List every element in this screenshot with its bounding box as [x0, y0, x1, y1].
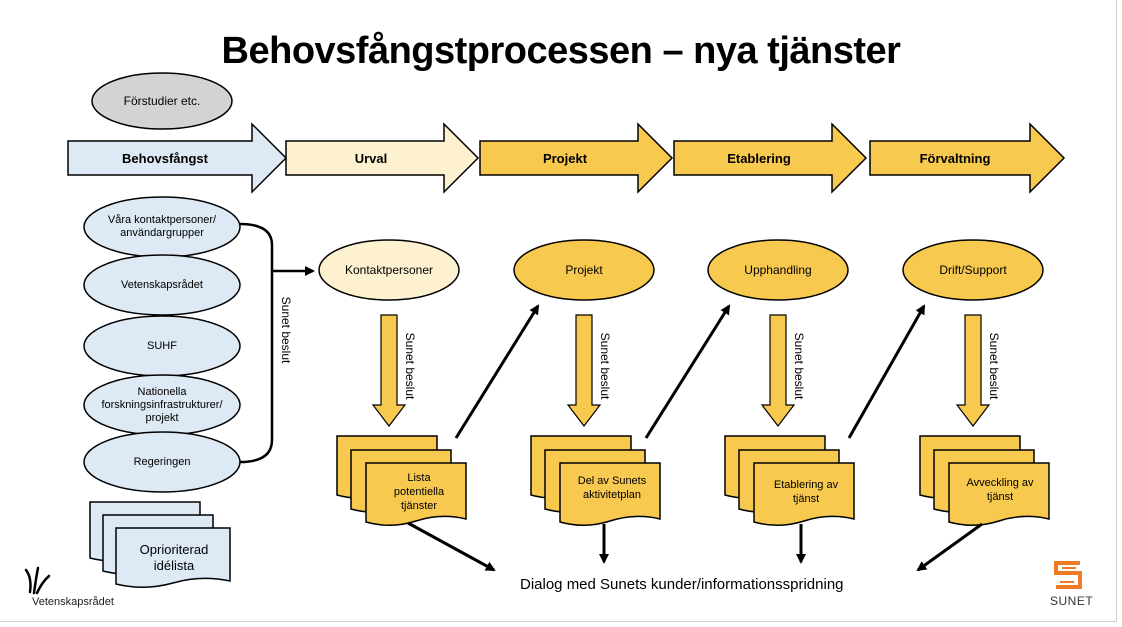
vr-logo-icon [24, 566, 51, 595]
phase-arrow-urval [285, 122, 480, 194]
sources-bracket [239, 222, 274, 464]
decision-arrow-3 [760, 314, 796, 427]
node-label-drift: Drift/Support [939, 263, 1007, 277]
node-ellipse-drift [902, 239, 1044, 301]
doc-stack-1 [336, 435, 467, 526]
decision-arrow-2 [566, 314, 602, 427]
source-label-infrastructures: Nationella forskningsinfrastrukturer/ pr… [101, 385, 223, 424]
phase-arrow-etablering [673, 122, 868, 194]
phase-label-urval: Urval [354, 150, 388, 166]
decision-label-bracket: Sunet beslut [279, 297, 293, 364]
decision-label-4: Sunet beslut [987, 333, 1001, 400]
decision-arrow-4 [955, 314, 991, 427]
source-label-vr: Vetenskapsrådet [121, 279, 203, 291]
flow-arrow-2 [644, 304, 731, 439]
page-title: Behovsfångstprocessen – nya tjänster [221, 30, 901, 72]
phase-label-etablering: Etablering [727, 150, 791, 166]
node-label-projekt: Projekt [565, 263, 603, 277]
source-ellipse-1 [83, 254, 241, 316]
dialog-arrow-1 [407, 521, 496, 572]
source-label-regeringen: Regeringen [133, 456, 191, 468]
node-ellipse-kontaktpersoner [318, 239, 460, 301]
doc-label-1: Lista potentiella tjänster [393, 472, 445, 512]
phase-label-forvaltning: Förvaltning [919, 150, 991, 166]
decision-label-2: Sunet beslut [598, 333, 612, 400]
node-label-upphandling: Upphandling [744, 263, 812, 277]
doc-label-3: Etablering av tjänst [773, 479, 839, 505]
flow-arrow-3 [847, 304, 926, 439]
phase-label-behovsfangst: Behovsfångst [122, 150, 208, 166]
doc-label-2: Del av Sunets aktivitetplan [577, 475, 647, 501]
doc-stack-2 [530, 435, 661, 526]
node-ellipse-projekt [513, 239, 655, 301]
doc-stack-4 [919, 435, 1050, 526]
prestudies-ellipse [91, 72, 233, 130]
doc-label-4: Avveckling av tjänst [966, 477, 1034, 503]
decision-label-3: Sunet beslut [792, 333, 806, 400]
sunet-logo-text: SUNET [1050, 594, 1094, 608]
backlog-label: Oprioriterad idélista [139, 542, 209, 573]
phase-label-projekt: Projekt [542, 150, 588, 166]
node-ellipse-upphandling [707, 239, 849, 301]
phase-arrow-forvaltning [869, 122, 1066, 194]
source-label-contacts: Våra kontaktpersoner/ användargrupper [107, 214, 217, 239]
node-label-kontaktpersoner: Kontaktpersoner [344, 263, 434, 277]
dialog-label: Dialog med Sunets kunder/informationsspr… [520, 576, 844, 593]
flow-arrow-1 [454, 304, 540, 439]
backlog-stack [89, 501, 231, 588]
sunet-logo-icon [1054, 561, 1082, 589]
prestudies-label: Förstudier etc. [123, 94, 201, 108]
phase-arrow-behovsfangst [67, 122, 288, 194]
doc-stack-3 [724, 435, 855, 526]
vr-logo-text: Vetenskapsrådet [32, 596, 114, 608]
decision-label-1: Sunet beslut [403, 333, 417, 400]
decision-arrow-1 [371, 314, 407, 427]
source-label-suhf: SUHF [147, 340, 177, 352]
phase-arrow-projekt [479, 122, 674, 194]
dialog-arrow-4 [916, 522, 983, 572]
